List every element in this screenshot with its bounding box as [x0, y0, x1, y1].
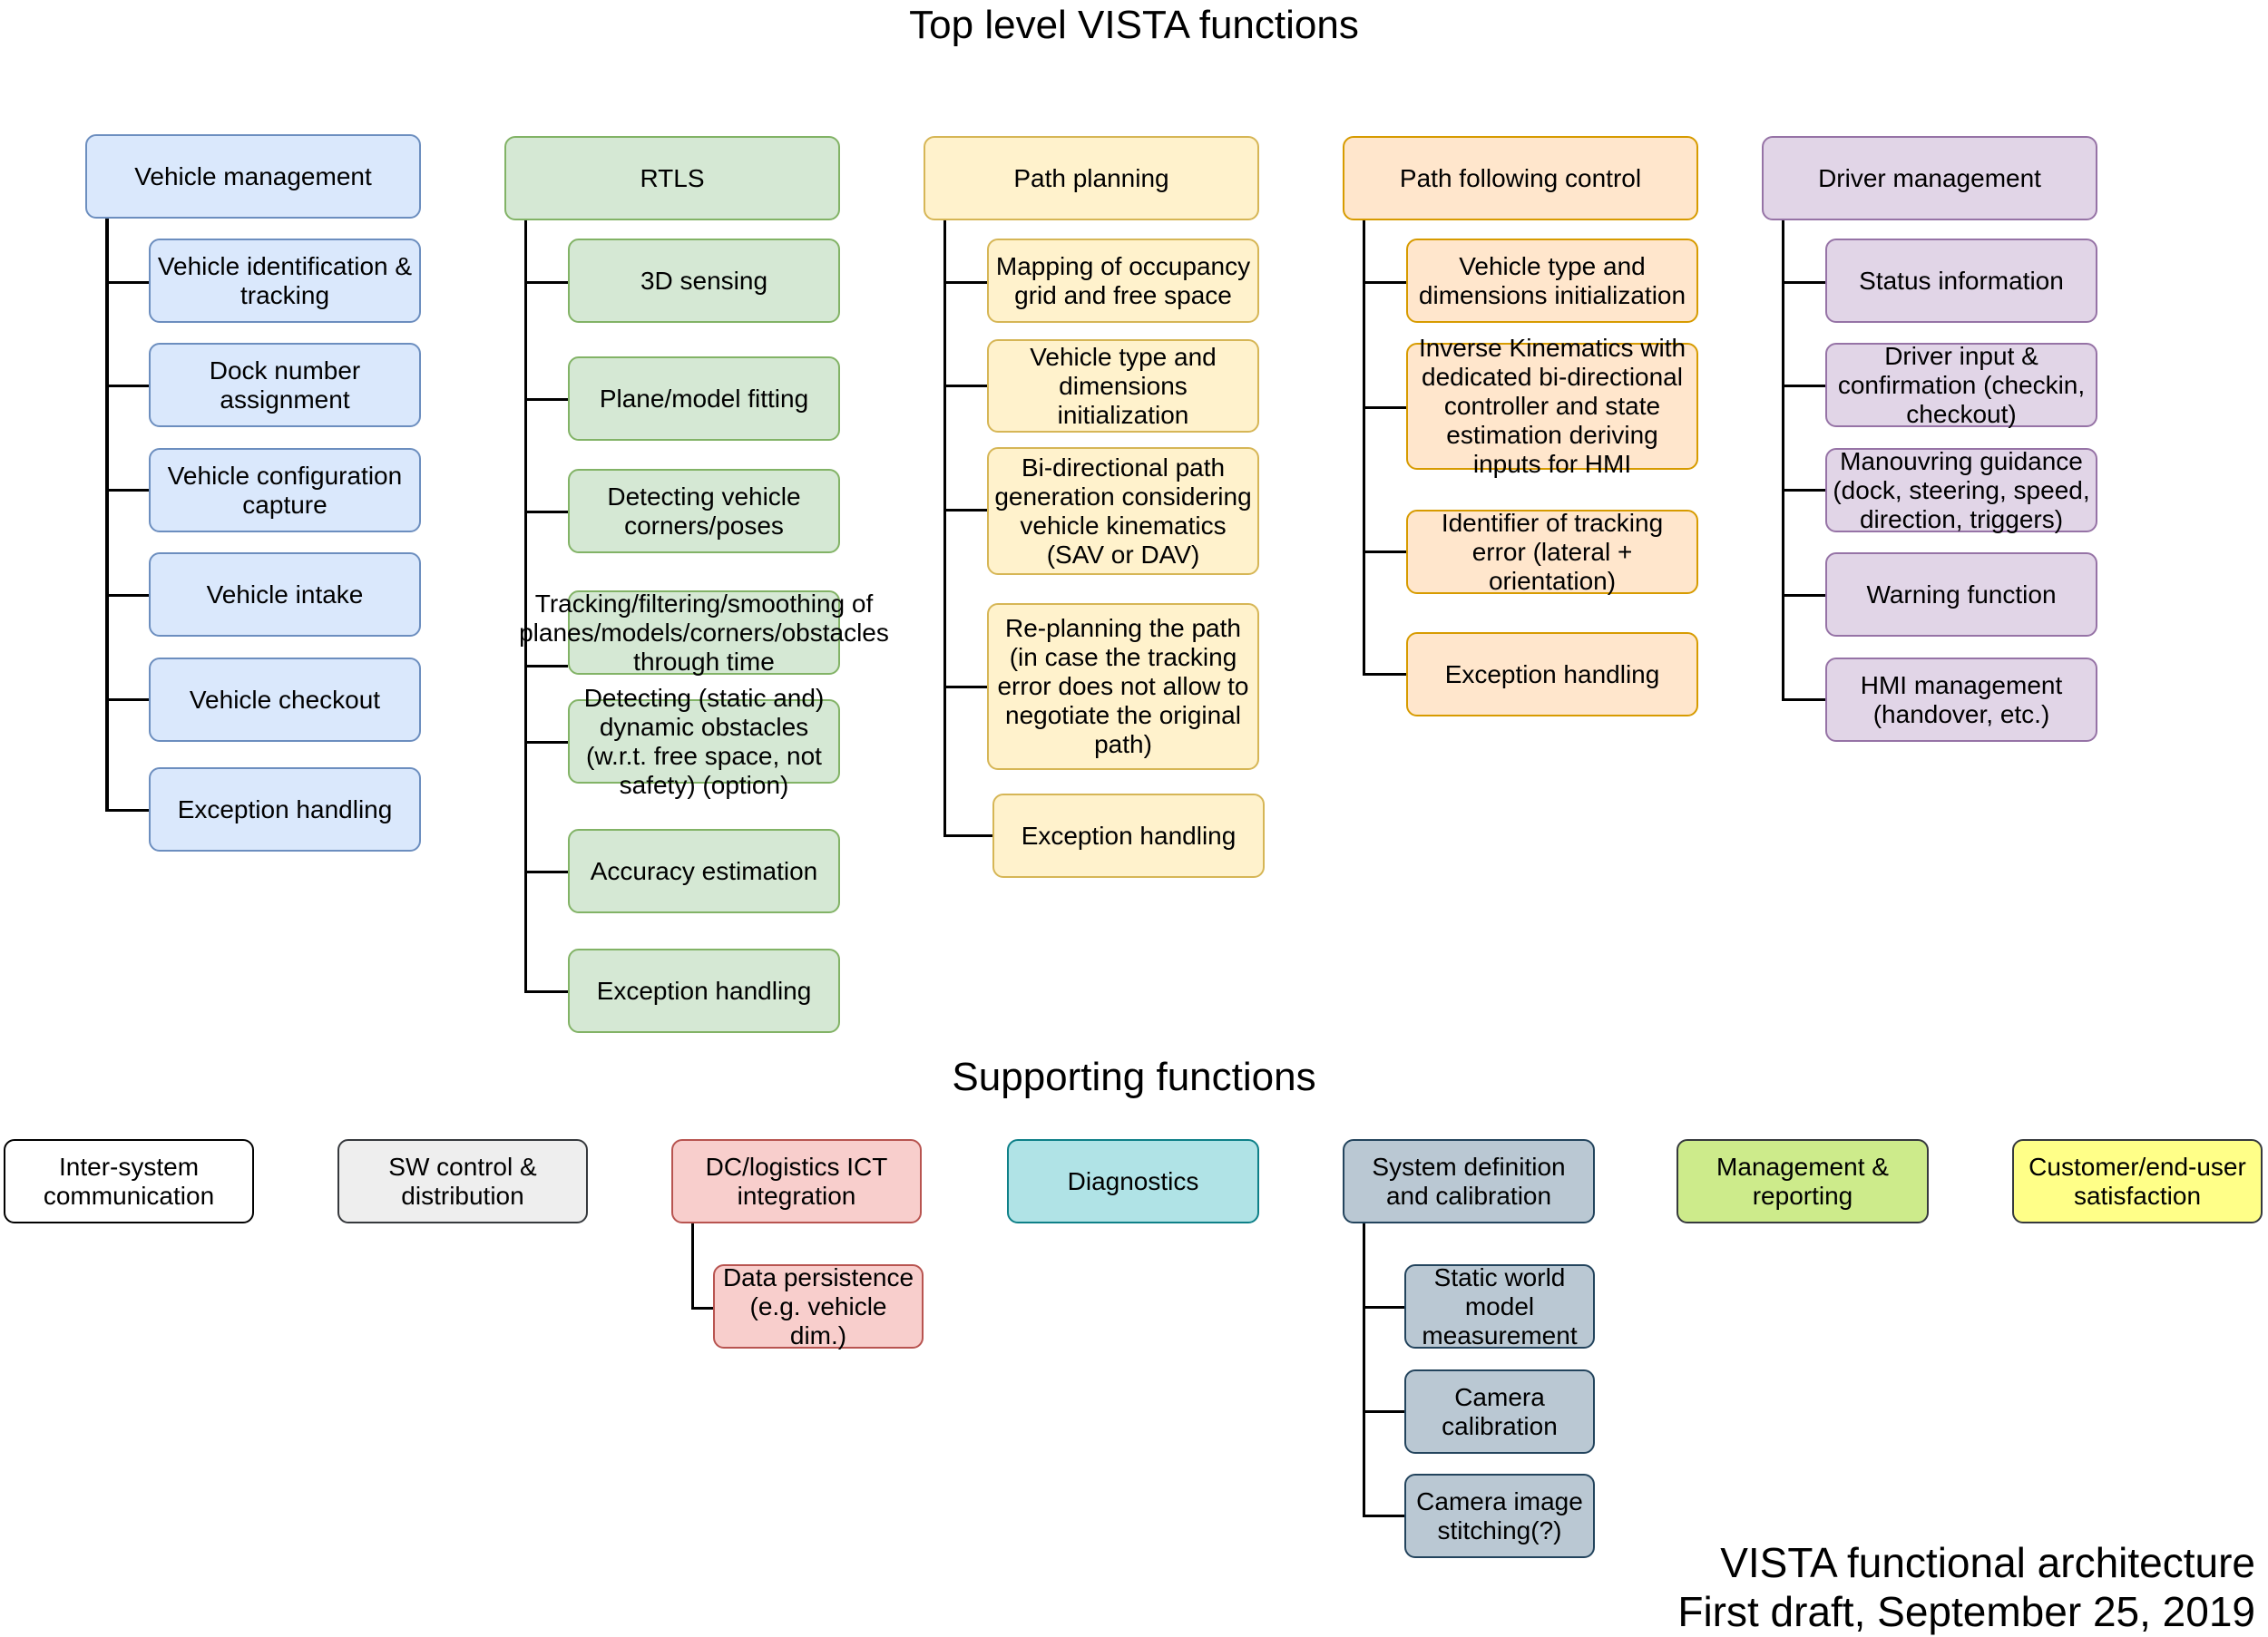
- connector: [105, 385, 149, 387]
- 3d-sensing-node: 3D sensing: [568, 239, 840, 323]
- connector: [1363, 406, 1406, 409]
- hmi-management-node: HMI management (handover, etc.): [1825, 658, 2097, 742]
- warning-function-node: Warning function: [1825, 552, 2097, 637]
- pf-exception-handling-node: Exception handling: [1406, 632, 1698, 716]
- vehicle-identification-node: Vehicle identification & tracking: [149, 239, 421, 323]
- connector: [524, 990, 568, 993]
- rtls-header: RTLS: [504, 136, 840, 220]
- connector: [1363, 1410, 1406, 1413]
- connector: [105, 594, 149, 597]
- connector: [105, 698, 149, 701]
- connector: [943, 509, 987, 512]
- pp-exception-handling-node: Exception handling: [992, 794, 1265, 878]
- camera-calibration-node: Camera calibration: [1404, 1369, 1595, 1454]
- dc-logistics-ict-node: DC/logistics ICT integration: [671, 1139, 922, 1223]
- connector: [943, 385, 987, 387]
- connector: [1782, 698, 1825, 701]
- connector: [1782, 489, 1825, 492]
- connector: [943, 281, 987, 284]
- connector-path-following: [1363, 219, 1365, 675]
- detecting-corners-node: Detecting vehicle corners/poses: [568, 469, 840, 553]
- data-persistence-node: Data persistence (e.g. vehicle dim.): [713, 1263, 924, 1350]
- connector: [1363, 1515, 1406, 1517]
- pf-vehicle-type-node: Vehicle type and dimensions initializati…: [1406, 239, 1698, 323]
- connector: [105, 281, 149, 284]
- system-definition-node: System definition and calibration: [1343, 1139, 1595, 1223]
- tracking-error-identifier-node: Identifier of tracking error (lateral + …: [1406, 509, 1698, 595]
- path-following-control-header: Path following control: [1343, 136, 1698, 220]
- connector: [105, 809, 149, 812]
- management-reporting-node: Management & reporting: [1677, 1139, 1929, 1223]
- connector: [1363, 1306, 1406, 1309]
- connector-path-planning: [943, 219, 946, 836]
- detecting-obstacles-node: Detecting (static and) dynamic obstacles…: [568, 684, 840, 799]
- connector: [943, 686, 987, 688]
- plane-model-fitting-node: Plane/model fitting: [568, 356, 840, 441]
- bidirectional-path-node: Bi-directional path generation consideri…: [987, 447, 1259, 575]
- customer-satisfaction-node: Customer/end-user satisfaction: [2012, 1139, 2263, 1223]
- connector: [105, 489, 149, 492]
- connector: [691, 1307, 715, 1310]
- connector-dc-logistics: [691, 1223, 694, 1310]
- camera-image-stitching-node: Camera image stitching(?): [1404, 1474, 1595, 1558]
- supporting-functions-title: Supporting functions: [952, 1055, 1316, 1099]
- sw-control-node: SW control & distribution: [337, 1139, 588, 1223]
- diagnostics-node: Diagnostics: [1007, 1139, 1259, 1223]
- connector-system-definition: [1363, 1223, 1365, 1516]
- status-information-node: Status information: [1825, 239, 2097, 323]
- inter-system-communication-node: Inter-system communication: [4, 1139, 254, 1223]
- connector: [1363, 551, 1406, 553]
- connector: [524, 281, 568, 284]
- manouvring-guidance-node: Manouvring guidance (dock, steering, spe…: [1825, 447, 2097, 533]
- connector: [1363, 673, 1406, 676]
- connector-driver-management: [1782, 219, 1784, 700]
- connector-rtls: [524, 219, 527, 992]
- caption-date: First draft, September 25, 2019: [1677, 1588, 2255, 1635]
- static-world-model-node: Static world model measurement: [1404, 1263, 1595, 1350]
- rtls-exception-handling-node: Exception handling: [568, 949, 840, 1033]
- accuracy-estimation-node: Accuracy estimation: [568, 829, 840, 913]
- connector: [1782, 594, 1825, 597]
- inverse-kinematics-node: Inverse Kinematics with dedicated bi-dir…: [1406, 334, 1698, 478]
- connector: [1782, 281, 1825, 284]
- caption: VISTA functional architecture First draf…: [1677, 1538, 2255, 1636]
- vm-exception-handling-node: Exception handling: [149, 767, 421, 852]
- connector: [524, 665, 568, 667]
- connector: [524, 398, 568, 401]
- connector: [524, 511, 568, 513]
- vehicle-management-header: Vehicle management: [85, 134, 421, 219]
- pp-vehicle-type-node: Vehicle type and dimensions initializati…: [987, 339, 1259, 433]
- mapping-occupancy-node: Mapping of occupancy grid and free space: [987, 239, 1259, 323]
- connector: [524, 871, 568, 873]
- connector: [1363, 281, 1406, 284]
- replanning-path-node: Re-planning the path (in case the tracki…: [987, 603, 1259, 770]
- caption-title: VISTA functional architecture: [1720, 1539, 2255, 1586]
- path-planning-header: Path planning: [924, 136, 1259, 220]
- driver-management-header: Driver management: [1762, 136, 2097, 220]
- dock-number-node: Dock number assignment: [149, 343, 421, 427]
- vehicle-intake-node: Vehicle intake: [149, 552, 421, 637]
- connector: [1782, 385, 1825, 387]
- vehicle-checkout-node: Vehicle checkout: [149, 658, 421, 742]
- connector: [524, 741, 568, 744]
- vehicle-configuration-node: Vehicle configuration capture: [149, 448, 421, 532]
- connector-vehicle-management: [105, 218, 109, 811]
- driver-input-node: Driver input & confirmation (checkin, ch…: [1825, 342, 2097, 428]
- connector: [943, 834, 992, 837]
- tracking-filtering-node: Tracking/filtering/smoothing of planes/m…: [519, 589, 889, 676]
- top-level-title: Top level VISTA functions: [909, 3, 1359, 47]
